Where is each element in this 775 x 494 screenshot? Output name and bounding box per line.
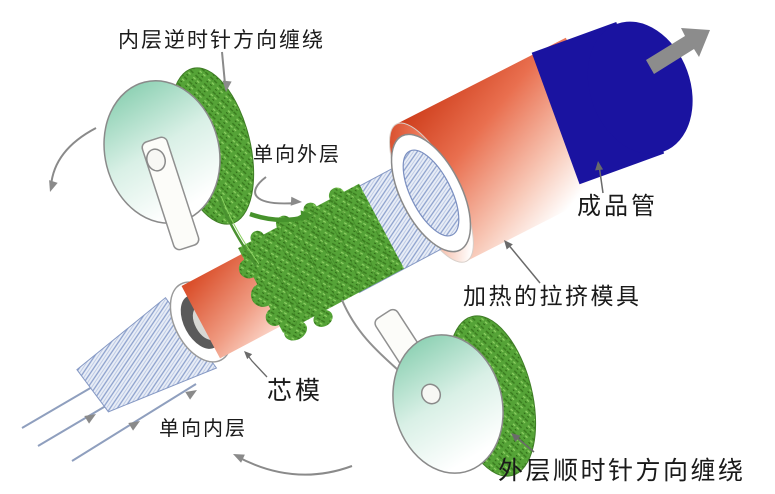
label-mandrel: 芯模	[267, 377, 324, 405]
label-finished-tube: 成品管	[577, 193, 658, 220]
cw-rotation-arrow-icon	[233, 454, 353, 476]
pull-direction-arrow-icon	[646, 28, 710, 74]
green-wrap-arrow-icon	[249, 210, 314, 223]
bottom-spool-arm-hole	[420, 383, 442, 405]
bottom-spool-disc	[392, 334, 504, 474]
top-spool	[103, 67, 255, 251]
heated-die-leader-arrow	[504, 240, 541, 284]
top-spool-fiber-strand	[216, 195, 258, 267]
outer-layer-hook-arrow-icon	[254, 176, 302, 206]
label-outer-layer-winding: 外层顺时针方向缠绕	[498, 457, 746, 485]
top-spool-arm-hole	[146, 148, 166, 172]
finished-tube-leader-arrow	[595, 161, 604, 194]
bottom-spool-fiber-strand	[341, 299, 399, 371]
top-spool-feed-arrow-icon	[221, 51, 232, 92]
label-unidirectional-inner-layer: 单向内层	[159, 418, 247, 440]
top-spool-fiber-strand-highlight	[220, 195, 260, 265]
label-unidirectional-outer-layer: 单向外层	[253, 144, 341, 166]
label-inner-layer-winding: 内层逆时针方向缠绕	[118, 29, 325, 52]
outer-winding-leader-arrow	[511, 433, 535, 453]
mandrel-leader-line	[244, 351, 268, 378]
bottom-spool	[374, 308, 537, 477]
fiber-feed-arrow-icons	[84, 390, 197, 431]
die-entrance-ring	[390, 133, 472, 253]
ccw-rotation-arrow-icon	[49, 127, 97, 192]
label-heated-pultrusion-die: 加热的拉挤模具	[463, 283, 642, 309]
